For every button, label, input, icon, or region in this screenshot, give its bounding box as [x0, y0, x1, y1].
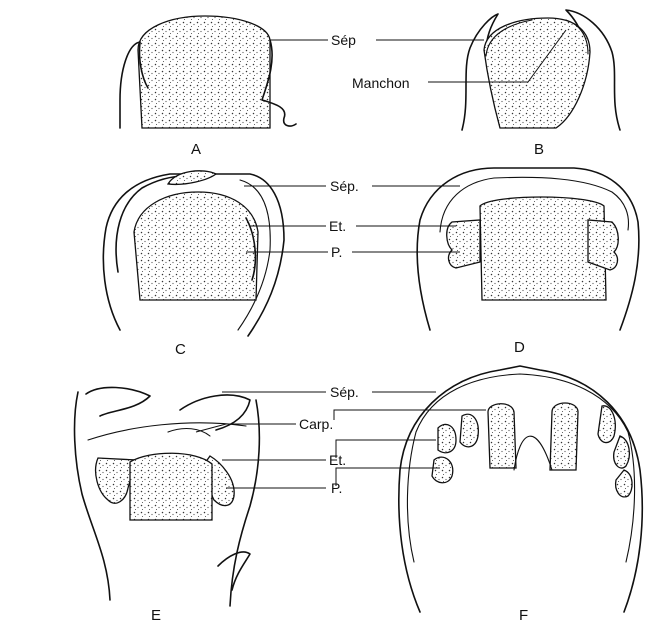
- leader-et-ef-bracket: [336, 440, 436, 458]
- label-p-ef: P.: [331, 480, 342, 496]
- drawing-c: [103, 171, 284, 336]
- panel-label-b: B: [534, 141, 544, 158]
- label-manchon: Manchon: [352, 75, 410, 91]
- drawing-e: [75, 387, 260, 606]
- panel-label-a: A: [191, 141, 201, 158]
- label-sep-cd: Sép.: [330, 178, 359, 194]
- label-et-ef: Et.: [329, 452, 346, 468]
- drawing-d: [417, 168, 639, 330]
- panel-label-c: C: [175, 341, 186, 358]
- label-et-cd: Et.: [329, 218, 346, 234]
- label-sep-ab: Sép: [331, 32, 356, 48]
- drawing-b: [462, 10, 620, 130]
- label-sep-ef: Sép.: [330, 384, 359, 400]
- panel-label-d: D: [514, 339, 525, 356]
- panel-label-e: E: [151, 607, 161, 624]
- annotation-labels: Sép Manchon Sép. Et. P. Sép. Carp. Et. P…: [299, 32, 410, 496]
- drawing-a: [120, 16, 296, 128]
- leader-p-ef-bracket: [336, 468, 440, 486]
- panel-label-f: F: [519, 607, 528, 624]
- drawing-f: [399, 366, 642, 612]
- label-p-cd: P.: [331, 244, 342, 260]
- label-carp: Carp.: [299, 416, 333, 432]
- leader-carp: [196, 424, 296, 432]
